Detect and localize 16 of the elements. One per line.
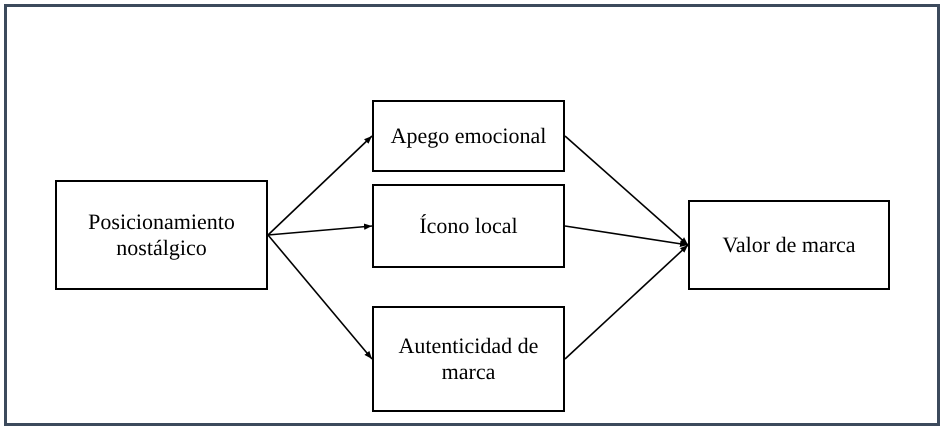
arrow (564, 135, 689, 246)
arrow (267, 135, 373, 236)
arrow (267, 234, 373, 360)
box-label: Valor de marca (722, 232, 856, 258)
box-label: Apego emocional (390, 122, 546, 150)
box-label: Posicionamiento nostálgico (87, 208, 236, 262)
concept-box (55, 180, 268, 290)
concept-box (372, 184, 565, 268)
arrow (268, 224, 372, 236)
arrow (564, 244, 689, 360)
concept-box (688, 200, 890, 290)
arrow (564, 225, 688, 247)
concept-box (372, 306, 565, 412)
box-label: Ícono local (419, 212, 518, 240)
concept-box (372, 100, 565, 172)
box-label: Autenticidad de marca (398, 332, 540, 386)
